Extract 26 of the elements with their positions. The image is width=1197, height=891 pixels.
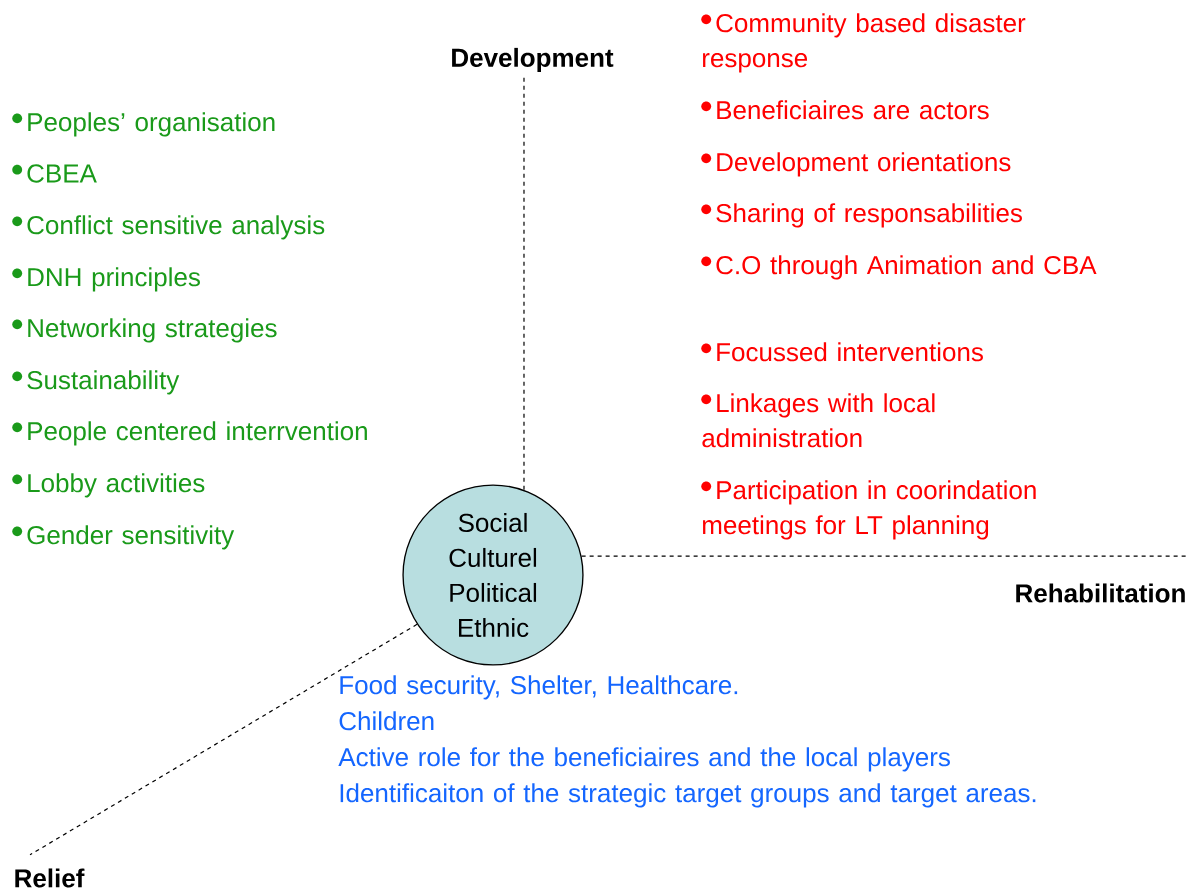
- bullet-item: Focussed interventions: [701, 342, 983, 362]
- text-line: Food security, Shelter, Healthcare.: [340, 675, 738, 700]
- bullet-item: Community based disaster response: [701, 13, 1026, 73]
- bullet-item: Development orientations: [701, 152, 1011, 177]
- text-line: Children: [339, 711, 434, 731]
- axis-label: Relief: [15, 868, 85, 888]
- axis-label: Rehabilitation: [1016, 583, 1185, 603]
- bullet-item: Sustainability: [12, 370, 180, 395]
- bullet-item: Linkages with local administration: [701, 393, 935, 448]
- bullet-item: Beneficiaires are actors: [701, 100, 989, 120]
- bullet-item: C.O through Animation and CBA: [701, 255, 1097, 280]
- bullet-item: Participation in coorindation meetings for LT planning: [701, 480, 1036, 540]
- axis-label: Development: [452, 47, 614, 73]
- bullet-item: Networking strategies: [12, 318, 277, 343]
- bullet-item: People centered interrvention: [12, 421, 367, 446]
- bullet-item: Gender sensitivity: [12, 525, 235, 550]
- bullet-item: DNH principles: [12, 267, 200, 292]
- bullet-item: CBEA: [12, 164, 97, 183]
- bullet-item: Conflict sensitive analysis: [12, 215, 325, 240]
- bullet-item: Peoples’ organisation: [12, 112, 275, 137]
- text-line: Active role for the beneficiaires and the local players: [338, 747, 950, 772]
- dashed-line: [29, 623, 418, 856]
- dashed-line: [581, 555, 1189, 557]
- bullet-item: Sharing of responsabilities: [701, 203, 1022, 228]
- bullet-item: Lobby activities: [12, 473, 205, 498]
- text-line: Identificaiton of the strategic target groups and target areas.: [340, 783, 1036, 808]
